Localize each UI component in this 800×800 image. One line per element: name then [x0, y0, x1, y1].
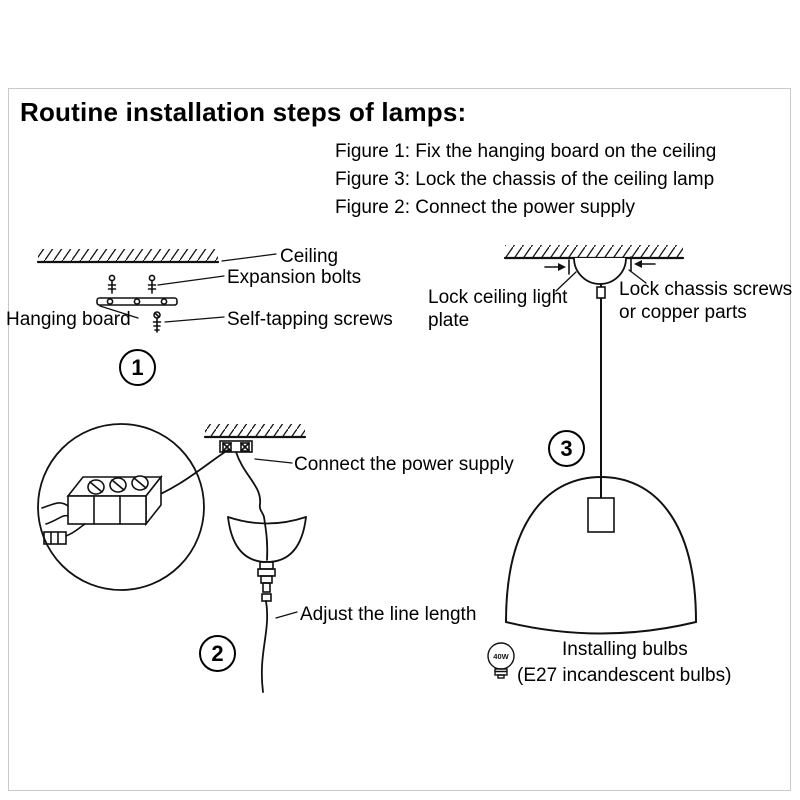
label-ceiling: Ceiling [280, 246, 339, 267]
ceiling-hatch [38, 249, 218, 262]
figure2-drawing [37, 423, 307, 693]
ceiling-bracket-drawing [219, 440, 253, 453]
power-wire [263, 516, 269, 561]
leader-hanging-board [99, 305, 139, 319]
leader-expansion-bolts [157, 275, 225, 286]
leader-adjust-line [275, 611, 298, 619]
screw-arrow-left-icon [544, 259, 570, 275]
figure3-drawing: 40W [487, 245, 697, 679]
leader-self-tapping [164, 316, 225, 323]
figure3-number-badge: 3 [548, 430, 585, 467]
power-wire [235, 451, 265, 518]
content-frame [8, 88, 791, 791]
label-lock-ceiling-plate: Lock ceiling light plate [428, 287, 568, 332]
label-bulb-type: (E27 incandescent bulbs) [517, 665, 732, 686]
self-tapping-screw-icon [152, 311, 162, 333]
label-adjust-line: Adjust the line length [300, 604, 477, 625]
expansion-bolt-icon [147, 274, 157, 294]
label-hanging-board: Hanging board [6, 309, 131, 330]
leader-lock-chassis [628, 269, 647, 284]
cord-grip-drawing [257, 561, 276, 602]
lampshade-rim [505, 621, 697, 635]
leader-lock-plate [555, 271, 577, 292]
page-title: Routine installation steps of lamps: [20, 97, 467, 127]
label-expansion-bolts: Expansion bolts [227, 267, 362, 288]
expansion-bolt-icon [107, 274, 117, 294]
figure2-number-badge: 2 [199, 635, 236, 672]
label-installing-bulbs: Installing bulbs [562, 639, 688, 660]
figure-caption-3: Figure 3: Lock the chassis of the ceilin… [335, 169, 715, 190]
leader-connect-power [254, 458, 293, 464]
figure-caption-1: Figure 1: Fix the hanging board on the c… [335, 141, 717, 162]
socket-drawing [587, 497, 615, 533]
label-connect-power: Connect the power supply [294, 454, 514, 475]
wire-connector [596, 286, 606, 299]
label-self-tapping-screws: Self-tapping screws [227, 309, 393, 330]
label-lock-chassis: Lock chassis screws or copper parts [619, 279, 793, 324]
figure-caption-2: Figure 2: Connect the power supply [335, 197, 635, 218]
figure1-number-badge: 1 [119, 349, 156, 386]
screw-arrow-right-icon [630, 256, 656, 272]
leader-ceiling [221, 253, 277, 262]
terminal-block-drawing [41, 474, 163, 545]
bulb-wattage-text: 40W [493, 652, 509, 661]
cord-line [260, 600, 269, 693]
hanging-board-drawing [96, 297, 178, 306]
figure1-drawing [36, 249, 277, 333]
ceiling-hatch [505, 245, 683, 258]
bulb-icon: 40W [487, 642, 515, 679]
ceiling-hatch [205, 424, 305, 437]
magnifier-circle [37, 423, 205, 591]
